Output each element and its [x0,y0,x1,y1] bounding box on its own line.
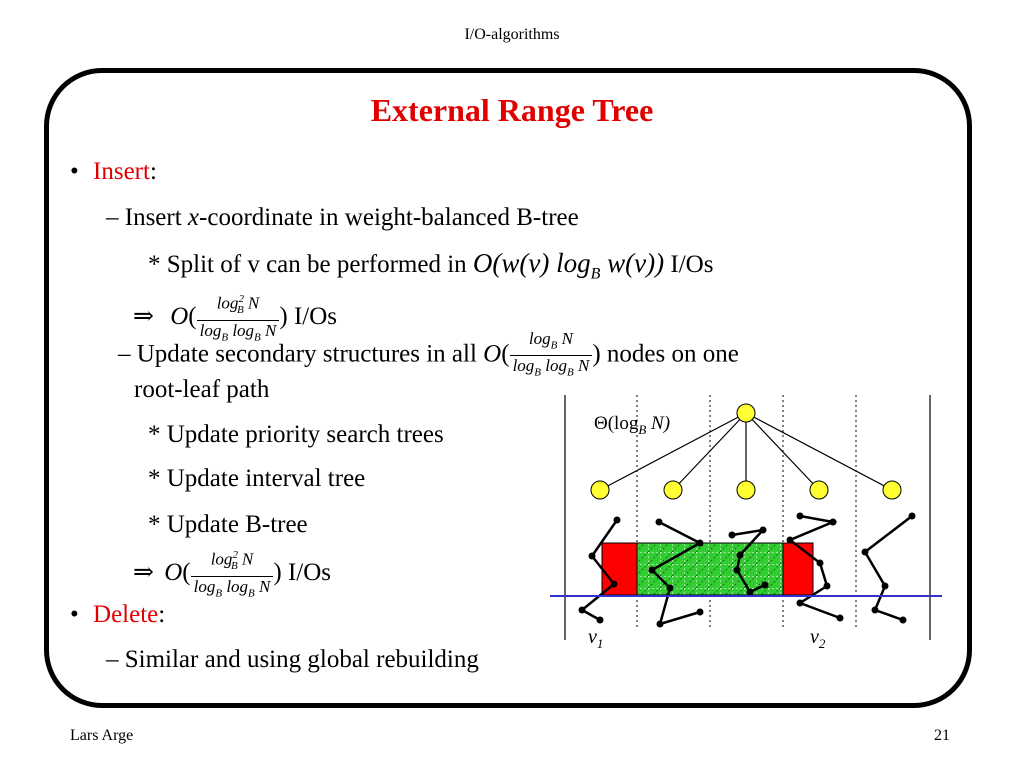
bullet-insert: • Insert: [70,157,157,187]
bullet-dot: • [70,158,79,185]
slide-frame [44,68,972,708]
split-text: * Split of v can be performed in [148,251,467,278]
green-region [636,542,784,596]
line-similar: – Similar and using global rebuilding [106,646,479,673]
paren-close: ) [273,558,282,586]
insert-label: Insert [93,158,150,185]
big-o: O [483,340,502,368]
tree-edges [599,412,893,491]
footer-author: Lars Arge [70,727,134,744]
red-region-right [782,542,814,596]
big-o: O [170,302,189,330]
bullet-delete: • Delete: [70,600,165,630]
update-suffix: nodes on one [600,340,739,368]
slide-title: External Range Tree [370,92,654,128]
line-update-secondary: – Update secondary structures in all O(l… [118,330,739,382]
red-region-left [601,542,638,596]
paren-close: ) [592,340,601,368]
item-btree: * Update B-tree [148,511,308,538]
child-node [809,480,829,500]
child-node [882,480,902,500]
item-interval-tree: * Update interval tree [148,465,366,492]
big-o: O [164,558,183,586]
slide-header: I/O-algorithms [464,26,560,43]
paren-close: ) [279,302,288,330]
implies-arrow: ⇒ [133,302,154,330]
child-node [590,480,610,500]
split-suffix: I/Os [664,251,714,278]
v2-label: v2 [810,626,826,651]
child-node [663,480,683,500]
split-math: O(w(v) logB w(v)) [472,248,665,283]
line-split: * Split of v can be performed in O(w(v) … [148,248,713,289]
item-priority-search: * Update priority search trees [148,421,444,448]
line-suffix: -coordinate in weight-balanced B-tree [199,204,579,231]
line-root-leaf: root-leaf path [134,376,270,403]
delete-colon: : [158,601,166,628]
update-text: – Update secondary structures in all [118,340,477,368]
paren-open: ( [182,558,191,586]
paren-open: ( [501,340,510,368]
tree-nodes [590,403,902,500]
paren-open: ( [188,302,197,330]
implies-arrow: ⇒ [133,558,154,586]
theta-label: Θ(logB N) [594,413,671,437]
result-suffix: I/Os [287,302,338,330]
line-prefix: – Insert [106,204,188,231]
bullet-dot: • [70,601,79,628]
insert-colon: : [149,158,157,185]
child-node [736,480,756,500]
page-number: 21 [934,727,950,744]
tree-figure [550,395,942,640]
root-node [736,403,756,423]
x-var: x [187,204,200,231]
delete-label: Delete [93,601,159,628]
line-insert-x: – Insert x-coordinate in weight-balanced… [106,203,579,233]
result-suffix: I/Os [281,558,332,586]
point-dots [578,512,916,628]
v1-label: v1 [588,626,604,651]
